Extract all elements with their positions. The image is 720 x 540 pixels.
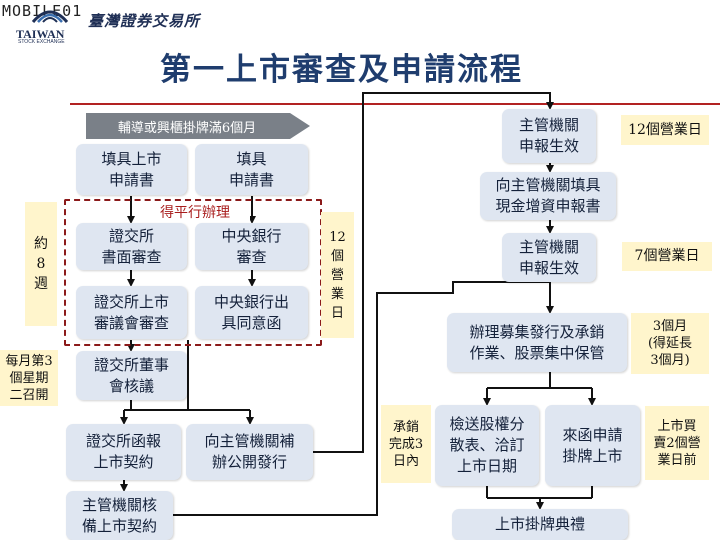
note-about-8-weeks: 約 8 週 xyxy=(25,202,57,326)
note-monthly-meeting: 每月第3 個星期 二召開 xyxy=(0,350,58,406)
exchange-paper-review-box: 證交所 書面審查 xyxy=(76,223,187,270)
central-bank-consent-box: 中央銀行出 具同意函 xyxy=(195,286,308,339)
cash-capital-filing-box: 向主管機關填具 現金增資申報書 xyxy=(480,172,616,220)
dispersion-report-box: 檢送股權分 散表、洽訂 上市日期 xyxy=(435,405,539,486)
listing-ceremony-box: 上市掛牌典禮 xyxy=(452,509,628,540)
fill-listing-application-box: 填具上市 申請書 xyxy=(76,144,187,195)
organization-name: 臺灣證券交易所 xyxy=(88,12,201,30)
arrow-supplement-to-effective xyxy=(313,92,554,453)
stock-exchange-logo-icon xyxy=(31,10,69,24)
note-2-days-before: 上市買 賣2個營 業日前 xyxy=(645,406,709,480)
exchange-board-approval-box: 證交所董事 會核議 xyxy=(76,351,187,400)
central-bank-review-box: 中央銀行 審查 xyxy=(195,223,308,270)
page-title: 第一上市審查及申請流程 xyxy=(160,52,523,88)
supplement-public-offering-box: 向主管機關補 辦公開發行 xyxy=(186,424,313,480)
note-within-3-days: 承銷 完成3 日內 xyxy=(381,405,431,483)
banner-arrow-shape xyxy=(86,113,310,139)
banner-label: 輔導或興櫃掛牌滿6個月 xyxy=(117,120,257,136)
title-divider xyxy=(70,103,720,105)
exchange-contract-report-box: 證交所函報 上市契約 xyxy=(66,424,181,480)
note-12-business-days-vertical: 12 個 營 業 日 xyxy=(321,212,354,338)
authority-contract-approval-box: 主管機關核 備上市契約 xyxy=(66,491,173,540)
apply-listing-box: 來函申請 掛牌上市 xyxy=(545,405,640,486)
underwriting-custody-box: 辦理募集發行及承銷 作業、股票集中保管 xyxy=(447,313,627,372)
logo-wordmark: TAIWAN xyxy=(16,27,65,41)
report-effective-box-1: 主管機關 申報生效 xyxy=(502,109,596,163)
note-12-business-days: 12個營業日 xyxy=(621,115,709,145)
fill-application-box: 填具 申請書 xyxy=(195,144,308,195)
note-7-business-days: 7個營業日 xyxy=(622,242,712,271)
exchange-listing-committee-box: 證交所上市 審議會審查 xyxy=(76,286,187,339)
report-effective-box-2: 主管機關 申報生效 xyxy=(502,233,596,282)
note-3-months: 3個月 (得延長 3個月) xyxy=(631,313,709,374)
parallel-processing-label: 得平行辦理 xyxy=(140,203,250,221)
logo-subtitle: STOCK EXCHANGE xyxy=(18,39,65,45)
arrow-approval-to-effective2 xyxy=(173,281,550,516)
